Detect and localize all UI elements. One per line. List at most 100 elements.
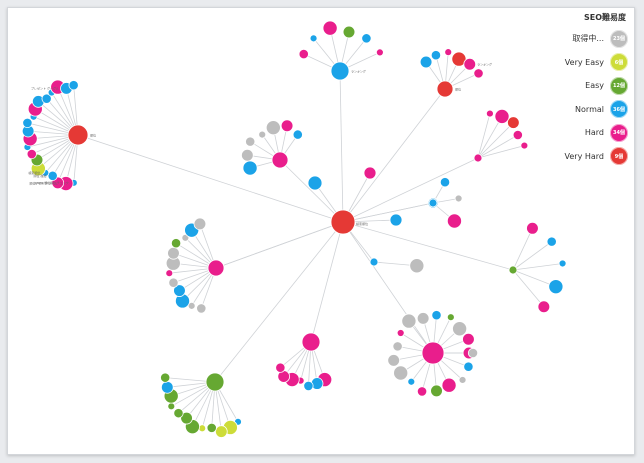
keyword-leaf-node[interactable] (548, 279, 564, 295)
keyword-hub-node[interactable] (67, 124, 89, 146)
keyword-leaf-node[interactable] (462, 332, 475, 346)
keyword-hub-node[interactable] (369, 257, 379, 267)
leaf-label: 検索順位 (28, 170, 40, 175)
legend-item-easy[interactable]: Easy 12個 (498, 76, 628, 95)
keyword-leaf-node[interactable] (444, 48, 453, 57)
keyword-leaf-node[interactable] (473, 68, 484, 79)
keyword-leaf-node[interactable] (454, 194, 463, 203)
keyword-leaf-node[interactable] (167, 246, 180, 260)
keyword-leaf-node[interactable] (275, 362, 286, 373)
keyword-hub-node[interactable] (508, 265, 518, 275)
keyword-leaf-node[interactable] (258, 130, 267, 139)
keyword-hub-node[interactable] (421, 341, 445, 365)
keyword-leaf-node[interactable] (26, 148, 37, 160)
keyword-leaf-node[interactable] (375, 48, 384, 57)
keyword-leaf-node[interactable] (241, 148, 254, 162)
keyword-leaf-node[interactable] (242, 160, 258, 176)
keyword-leaf-node[interactable] (463, 361, 474, 372)
keyword-leaf-node[interactable] (298, 48, 309, 60)
keyword-leaf-node[interactable] (512, 129, 523, 141)
keyword-hub-node[interactable] (301, 332, 321, 352)
keyword-leaf-node[interactable] (196, 303, 207, 314)
keyword-leaf-node[interactable] (393, 365, 409, 381)
keyword-leaf-node[interactable] (526, 222, 539, 235)
keyword-leaf-node[interactable] (396, 329, 405, 337)
keyword-leaf-node[interactable] (546, 236, 557, 247)
keyword-leaf-node[interactable] (430, 384, 443, 398)
keyword-leaf-node[interactable] (416, 312, 430, 325)
keyword-leaf-node[interactable] (41, 93, 52, 104)
keyword-leaf-node[interactable] (165, 269, 174, 278)
keyword-leaf-node[interactable] (309, 34, 318, 43)
keyword-leaf-node[interactable] (173, 284, 186, 297)
leaf-label: キーワード 順位 チェック (34, 180, 69, 185)
legend-item-pending[interactable]: 取得中... 23個 (498, 29, 628, 48)
keyword-leaf-node[interactable] (486, 109, 494, 118)
keyword-leaf-node[interactable] (416, 386, 428, 397)
keyword-leaf-node[interactable] (419, 55, 433, 69)
keyword-hub-node[interactable] (205, 372, 225, 392)
legend-item-very-hard[interactable]: Very Hard 9個 (498, 147, 628, 166)
edge-center-hub (342, 221, 514, 271)
keyword-hub-node[interactable] (473, 153, 483, 163)
keyword-leaf-node[interactable] (463, 57, 477, 71)
keyword-leaf-node[interactable] (173, 408, 184, 419)
keyword-leaf-node[interactable] (537, 300, 551, 314)
keyword-leaf-node[interactable] (170, 238, 182, 249)
legend-item-very-easy[interactable]: Very Easy 6個 (498, 53, 628, 72)
keyword-leaf-node[interactable] (342, 25, 356, 39)
keyword-leaf-node[interactable] (520, 141, 529, 150)
keyword-hub-node[interactable] (330, 61, 350, 81)
keyword-leaf-node[interactable] (446, 313, 455, 322)
keyword-leaf-node[interactable] (245, 136, 256, 147)
keyword-leaf-node[interactable] (507, 116, 520, 129)
keyword-leaf-node[interactable] (215, 425, 228, 438)
center-keyword-node[interactable] (330, 209, 356, 235)
edge-hub-leaf (512, 269, 545, 308)
keyword-leaf-node[interactable] (303, 380, 314, 392)
edge-hub-leaf (477, 113, 491, 159)
keyword-leaf-node[interactable] (361, 33, 372, 44)
keyword-hub-node[interactable] (207, 259, 225, 277)
keyword-leaf-node[interactable] (392, 341, 403, 352)
keyword-leaf-node[interactable] (407, 377, 416, 386)
keyword-leaf-node[interactable] (439, 177, 451, 188)
leaf-label: ランキング (477, 61, 492, 66)
keyword-leaf-node[interactable] (280, 119, 294, 133)
legend-item-hard[interactable]: Hard 34個 (498, 123, 628, 142)
keyword-leaf-node[interactable] (322, 20, 338, 36)
keyword-hub-node[interactable] (271, 151, 289, 169)
keyword-leaf-node[interactable] (467, 347, 479, 359)
keyword-leaf-node[interactable] (167, 402, 176, 411)
keyword-leaf-node[interactable] (193, 217, 207, 231)
keyword-hub-node[interactable] (307, 175, 323, 191)
keyword-leaf-node[interactable] (265, 120, 281, 136)
keyword-leaf-node[interactable] (160, 372, 171, 383)
keyword-leaf-node[interactable] (292, 129, 303, 140)
keyword-hub-node[interactable] (428, 198, 438, 208)
keyword-leaf-node[interactable] (387, 354, 400, 367)
keyword-leaf-node[interactable] (452, 321, 468, 337)
keyword-leaf-node[interactable] (401, 313, 417, 329)
keyword-leaf-node[interactable] (451, 51, 467, 67)
keyword-leaf-node[interactable] (430, 50, 442, 61)
keyword-leaf-node[interactable] (441, 377, 457, 393)
keyword-leaf-node[interactable] (68, 80, 79, 91)
keyword-leaf-node[interactable] (458, 376, 467, 384)
keyword-leaf-node[interactable] (180, 411, 193, 425)
legend-item-normal[interactable]: Normal 36個 (498, 100, 628, 119)
keyword-leaf-node[interactable] (168, 277, 179, 288)
keyword-leaf-node[interactable] (409, 258, 425, 274)
keyword-leaf-node[interactable] (206, 422, 217, 433)
keyword-leaf-node[interactable] (558, 259, 567, 268)
keyword-leaf-node[interactable] (47, 170, 58, 181)
keyword-leaf-node[interactable] (431, 310, 442, 321)
keyword-leaf-node[interactable] (446, 213, 462, 229)
keyword-hub-node[interactable] (363, 166, 377, 180)
keyword-leaf-node[interactable] (22, 117, 33, 129)
keyword-hub-node[interactable] (389, 213, 403, 227)
keyword-leaf-node[interactable] (494, 108, 510, 124)
keyword-leaf-node[interactable] (160, 381, 174, 394)
keyword-hub-node[interactable] (436, 80, 454, 98)
